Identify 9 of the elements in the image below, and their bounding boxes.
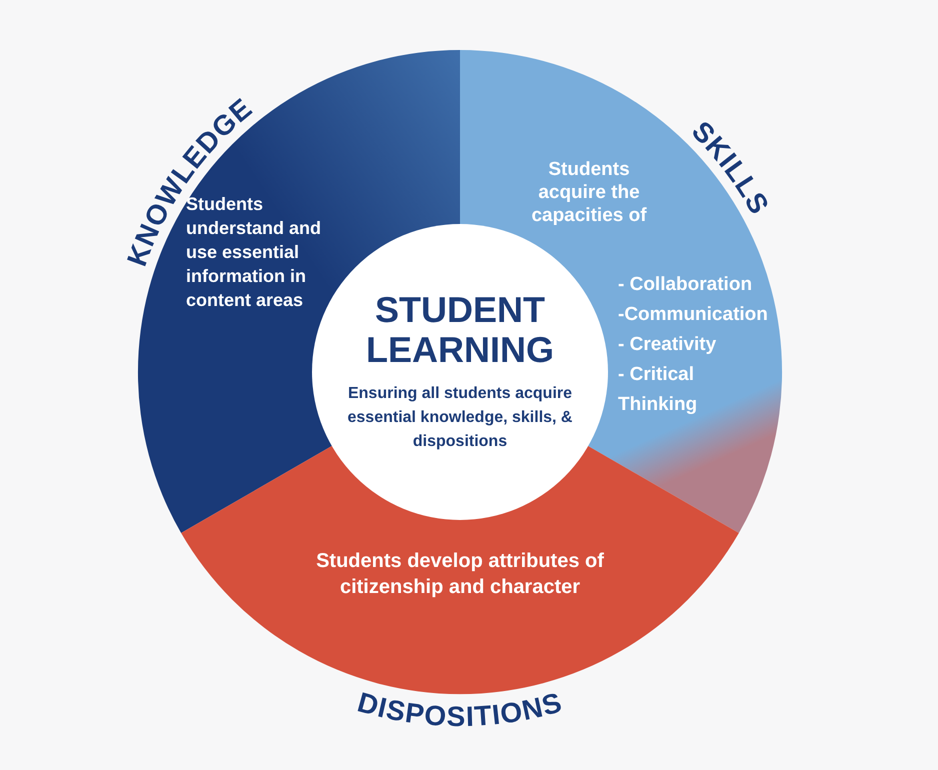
segment-text: - Collaboration	[618, 273, 754, 297]
segment-text: Students develop attributes of citizenship and character	[315, 549, 605, 600]
segment-text: - Critical Thinking	[618, 363, 698, 417]
segment-text: -Communication	[618, 303, 768, 327]
center-title: STUDENT LEARNING	[365, 290, 555, 370]
segment-text: - Creativity	[618, 333, 718, 357]
segment-text: Students acquire the capacities of	[530, 158, 648, 227]
section-heading: DISPOSITIONS	[354, 686, 566, 732]
center-subtitle: Ensuring all students acquire essential knowledge, skills, & dispositions	[346, 384, 574, 452]
